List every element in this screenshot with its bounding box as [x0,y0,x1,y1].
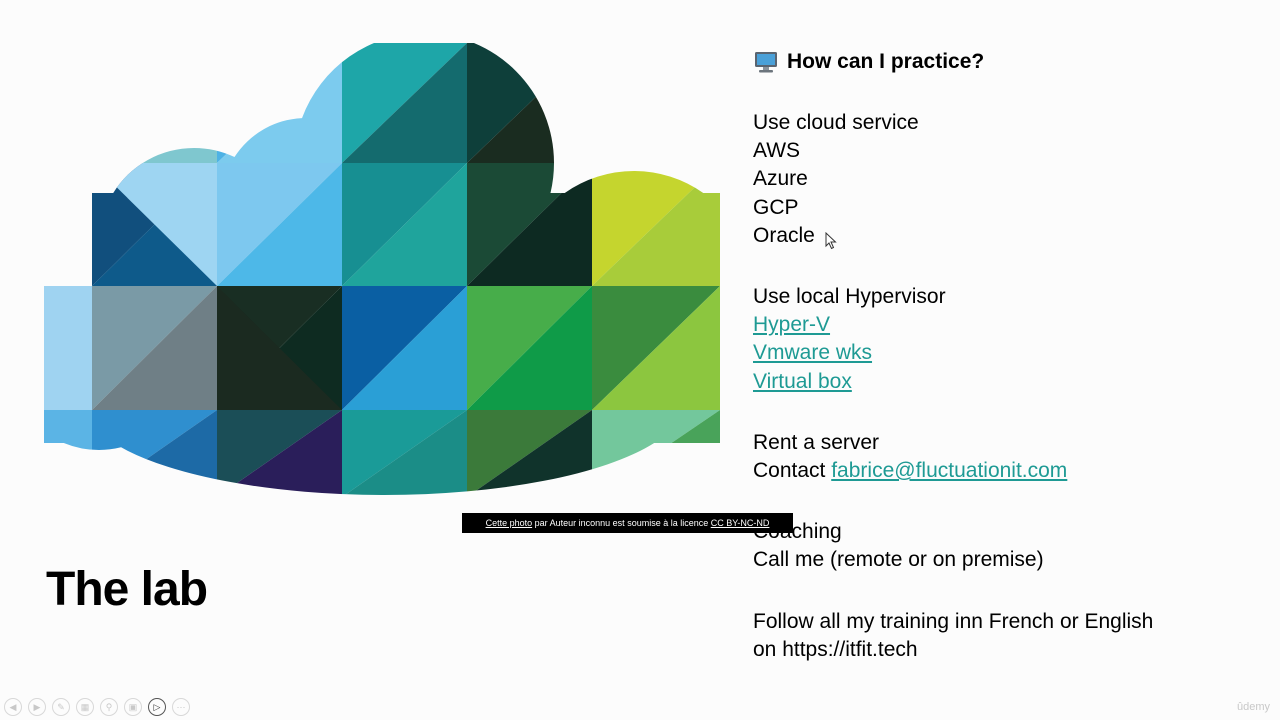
rent-server-label: Rent a server [753,430,880,454]
subtitles-icon[interactable]: ▣ [124,698,142,716]
contact-prefix: Contact [753,459,832,483]
cloud-item-gcp: GCP [753,195,799,219]
slides-icon[interactable]: ▦ [76,698,94,716]
contact-email-link[interactable]: fabrice@fluctuationit.com [831,459,1068,483]
image-attribution-caption: Cette photo par Auteur inconnu est soumi… [462,513,793,533]
zoom-icon[interactable]: ⚲ [100,698,118,716]
previous-icon[interactable]: ◀ [4,698,22,716]
practice-heading-text: How can I practice? [787,49,985,73]
desktop-computer-icon [755,52,777,73]
follow-line-2: on https://itfit.tech [753,637,918,661]
more-icon[interactable]: ⋯ [172,698,190,716]
hyperv-link[interactable]: Hyper-V [753,313,831,337]
cloud-item-aws: AWS [753,139,801,163]
next-icon[interactable]: ▶ [28,698,46,716]
coaching-label: Coaching [753,520,842,544]
cloud-mosaic-image [44,43,720,495]
virtualbox-link[interactable]: Virtual box [753,369,852,393]
cloud-item-azure: Azure [753,167,808,191]
attribution-text: par Auteur inconnu est soumise à la lice… [532,518,711,528]
practice-heading: How can I practice? [753,47,1253,77]
presentation-toolbar: ◀ ▶ ✎ ▦ ⚲ ▣ ▷ ⋯ [4,698,190,716]
camera-icon[interactable]: ▷ [148,698,166,716]
license-link[interactable]: CC BY-NC-ND [710,518,770,528]
vmware-link[interactable]: Vmware wks [753,341,873,365]
udemy-watermark: ûdemy [1236,701,1270,713]
hypervisor-label: Use local Hypervisor [753,285,946,309]
mouse-pointer-icon [825,232,837,250]
pen-icon[interactable]: ✎ [52,698,70,716]
follow-line-1: Follow all my training inn French or Eng… [753,609,1154,633]
photo-link[interactable]: Cette photo [485,518,533,528]
cloud-service-label: Use cloud service [753,111,919,134]
practice-options-panel: How can I practice? Use cloud service AW… [753,47,1253,664]
contact-line: Contact fabrice@fluctuationit.com [753,457,1253,485]
cloud-item-oracle: Oracle [753,223,815,247]
slide-title: The lab [46,563,208,616]
coaching-detail: Call me (remote or on premise) [753,548,1044,572]
